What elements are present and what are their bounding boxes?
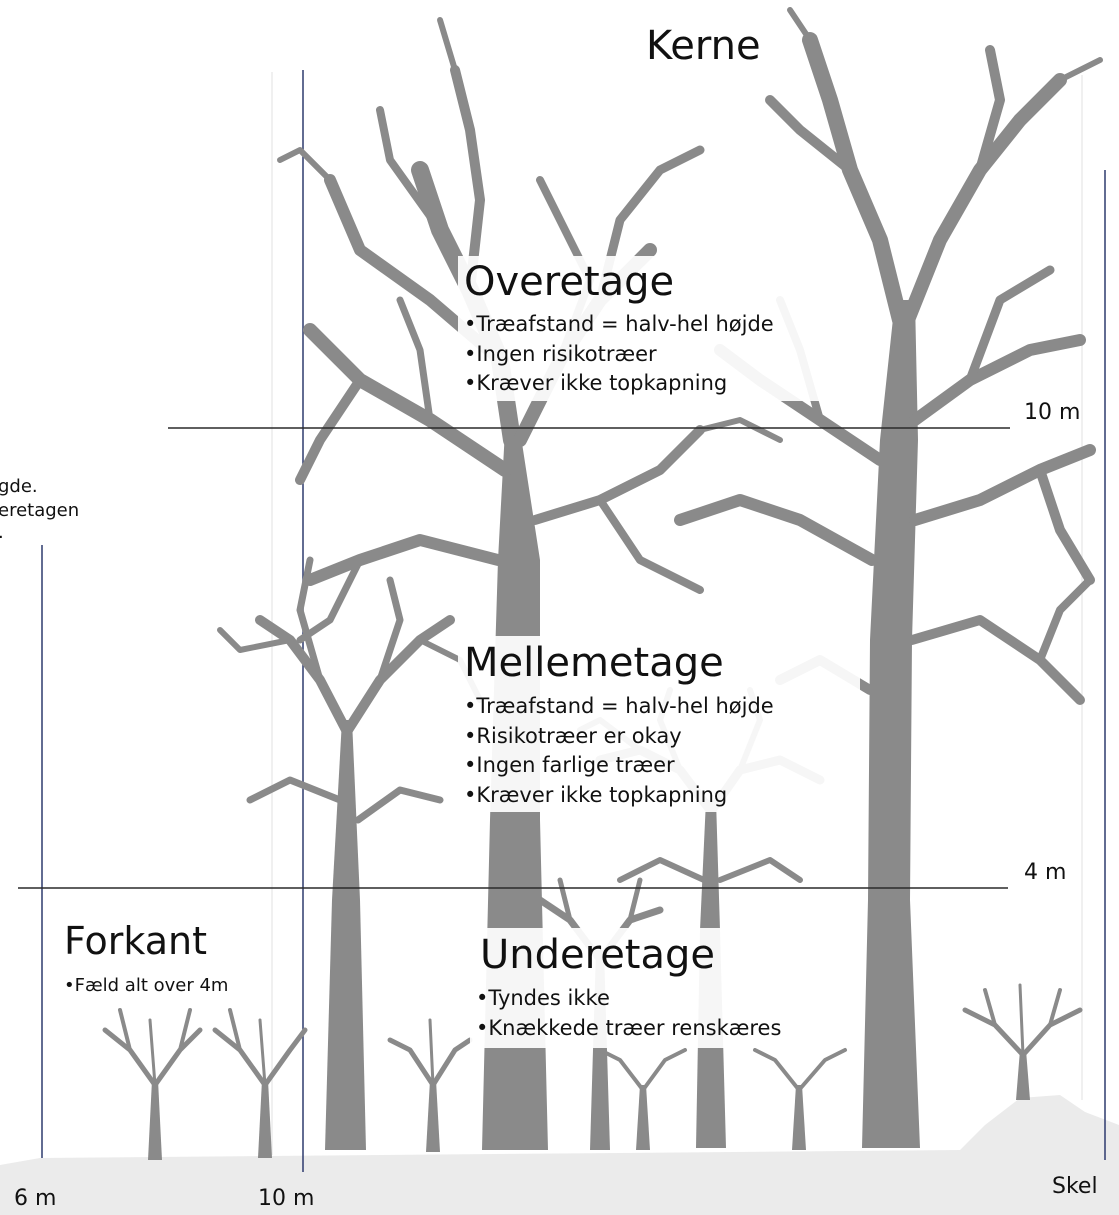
cropped-side-text-3: .	[0, 524, 4, 542]
shrub-forkant-1	[102, 1008, 203, 1160]
distance-label-6m: 6 m	[14, 1186, 57, 1211]
distance-label-10m: 10 m	[258, 1186, 315, 1211]
lower-bullets: •Tyndes ikke •Knækkede træer renskæres	[476, 984, 781, 1043]
upper-bullet: •Ingen risikotræer	[464, 341, 657, 366]
tree-mid-left	[217, 556, 483, 1150]
boundary-label: Skel	[1052, 1174, 1098, 1199]
edge-bullet: •Fæld alt over 4m	[64, 975, 229, 996]
height-label-4m: 4 m	[1024, 860, 1067, 885]
lower-title: Underetage	[480, 932, 715, 978]
middle-bullet: •Ingen farlige træer	[464, 753, 675, 777]
panel-underetage	[470, 928, 842, 1048]
upper-bullet: •Kræver ikke topkapning	[464, 371, 728, 395]
edge-bullets: •Fæld alt over 4m	[64, 972, 228, 1000]
middle-title: Mellemetage	[464, 640, 724, 686]
lower-bullet: •Tyndes ikke	[476, 986, 610, 1010]
core-title: Kerne	[646, 23, 761, 69]
lower-bullet: •Knækkede træer renskæres	[476, 1015, 782, 1040]
upper-bullet: •Træafstand = halv-hel højde	[464, 312, 774, 336]
middle-bullet: •Risikotræer er okay	[464, 723, 682, 748]
shrub-forkant-2	[212, 1008, 308, 1158]
cropped-side-text-1: gde.	[0, 476, 38, 497]
shrub-under-1	[387, 1018, 473, 1152]
edge-title: Forkant	[64, 919, 207, 963]
panel-mellemetage	[458, 636, 860, 812]
middle-bullets: •Træafstand = halv-hel højde •Risikotræe…	[464, 692, 774, 810]
middle-bullet: •Træafstand = halv-hel højde	[464, 694, 774, 718]
middle-bullet: •Kræver ikke topkapning	[464, 782, 728, 807]
cropped-side-text-2: eretagen	[0, 500, 80, 521]
panel-overetage	[458, 256, 860, 401]
shrub-right-mound	[962, 983, 1083, 1100]
upper-bullets: •Træafstand = halv-hel højde •Ingen risi…	[464, 310, 774, 399]
ground	[0, 1095, 1119, 1215]
height-label-10m: 10 m	[1024, 400, 1081, 425]
shrub-under-2	[598, 1048, 687, 1150]
upper-title: Overetage	[464, 259, 675, 305]
shrub-under-3	[753, 1048, 847, 1150]
tree-right-large	[674, 7, 1103, 1148]
